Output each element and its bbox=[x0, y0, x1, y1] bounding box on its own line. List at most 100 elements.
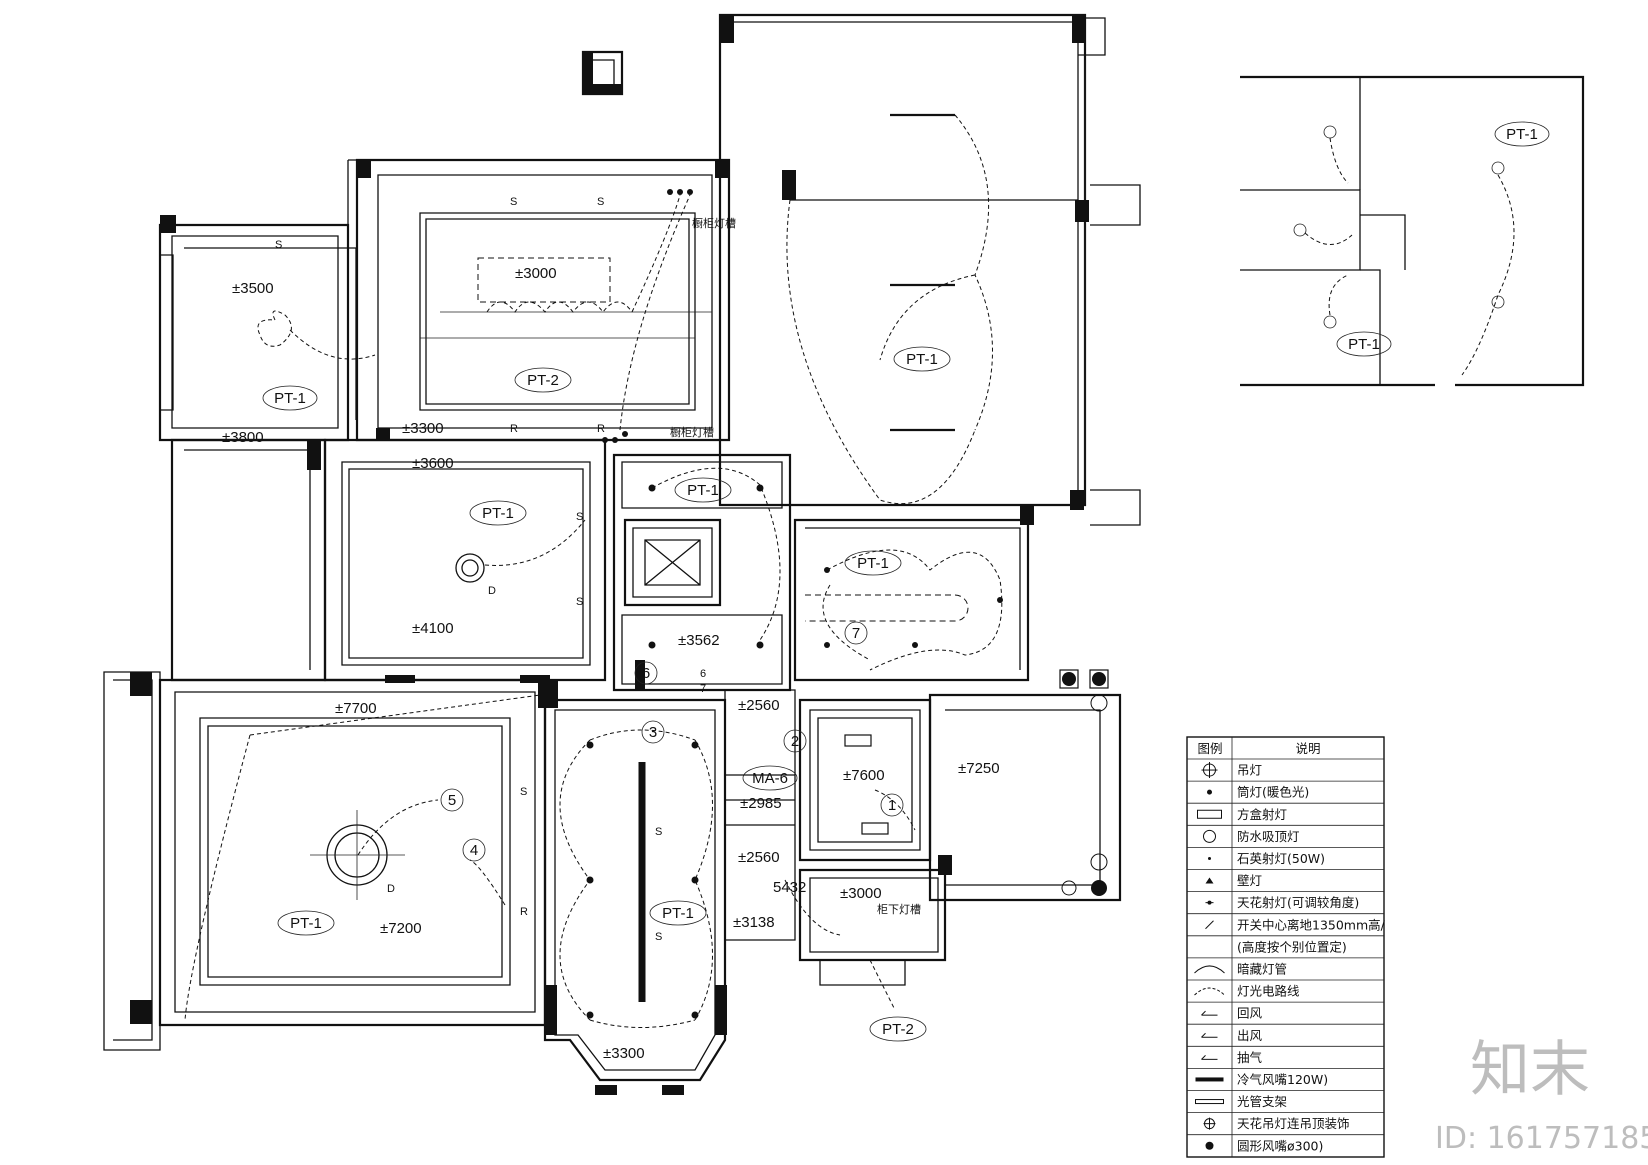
pt-tag: PT-1 bbox=[649, 900, 707, 926]
legend-row-text: 冷气风嘴120W) bbox=[1237, 1072, 1328, 1087]
legend-row-text: 出风 bbox=[1237, 1028, 1263, 1043]
svg-text:4: 4 bbox=[470, 842, 478, 859]
svg-text:PT-1: PT-1 bbox=[662, 905, 694, 922]
marker-2: 2 bbox=[783, 729, 807, 753]
level-label: ±2560 bbox=[738, 697, 780, 714]
level-label: ±7200 bbox=[380, 920, 422, 937]
legend-header-symbol: 图例 bbox=[1197, 741, 1222, 756]
dimension-label: 5432 bbox=[773, 879, 806, 896]
legend-row-text: (高度按个别位置定) bbox=[1237, 939, 1347, 954]
svg-text:PT-1: PT-1 bbox=[274, 390, 306, 407]
ma-tag: MA-6 bbox=[742, 765, 798, 791]
pt-tag: PT-1 bbox=[262, 385, 318, 411]
spot-icon bbox=[1207, 789, 1212, 795]
cove-icon bbox=[1194, 965, 1225, 974]
level-label: ±2560 bbox=[738, 849, 780, 866]
legend: 图例 说明 吊灯筒灯(暖色光)方盒射灯防水吸顶灯石英射灯(50W)壁灯天花射灯(… bbox=[1186, 736, 1386, 1158]
switch-icon bbox=[1205, 920, 1214, 930]
svg-text:PT-2: PT-2 bbox=[527, 372, 559, 389]
pt-tag: PT-1 bbox=[1494, 121, 1550, 147]
legend-row-text: 天花射灯(可调较角度) bbox=[1237, 895, 1359, 910]
legend-row-text: 方盒射灯 bbox=[1237, 807, 1287, 822]
pt-tag: PT-2 bbox=[869, 1016, 927, 1042]
pt-tag: PT-1 bbox=[674, 477, 732, 503]
pt-tag: PT-1 bbox=[469, 500, 527, 526]
circled-markers: 1 2 3 4 5 6 7 bbox=[440, 621, 904, 862]
watermark-brand: 知末 bbox=[1470, 1035, 1590, 1105]
structural-columns bbox=[130, 15, 1089, 1095]
watermark-id: ID: 161757185 bbox=[1435, 1121, 1648, 1156]
svg-text:橱柜灯槽: 橱柜灯槽 bbox=[670, 425, 714, 439]
level-label: ±7700 bbox=[335, 700, 377, 717]
pt-tag: PT-2 bbox=[514, 367, 572, 393]
svg-text:S: S bbox=[655, 826, 662, 838]
svg-text:S: S bbox=[576, 511, 583, 523]
marker-7: 7 bbox=[844, 621, 868, 645]
legend-row-text: 防水吸顶灯 bbox=[1237, 829, 1300, 844]
marker-6: 6 bbox=[634, 661, 658, 685]
level-label: ±3500 bbox=[232, 280, 274, 297]
pt-tag: PT-1 bbox=[1336, 331, 1392, 357]
marker-3: 3 bbox=[641, 720, 665, 744]
track-spot-icon bbox=[1208, 856, 1211, 860]
legend-row-text: 光管支架 bbox=[1237, 1094, 1287, 1109]
svg-text:3: 3 bbox=[649, 724, 657, 741]
svg-text:R: R bbox=[520, 906, 528, 918]
return-air-icon bbox=[1201, 1010, 1218, 1016]
legend-row-text: 吊灯 bbox=[1237, 763, 1262, 778]
level-label: ±3000 bbox=[515, 265, 557, 282]
svg-text:S: S bbox=[597, 196, 604, 208]
svg-text:S: S bbox=[275, 239, 282, 251]
svg-text:PT-1: PT-1 bbox=[482, 505, 514, 522]
level-label: ±7600 bbox=[843, 767, 885, 784]
wall-lamp-icon bbox=[1205, 877, 1214, 884]
level-labels: ±3500 ±3000 ±3300 ±3800 ±3600 ±4100 ±356… bbox=[222, 265, 1000, 1062]
svg-text:PT-1: PT-1 bbox=[687, 482, 719, 499]
marker-4: 4 bbox=[462, 838, 486, 862]
level-label: ±3300 bbox=[603, 1045, 645, 1062]
svg-text:S: S bbox=[655, 931, 662, 943]
svg-text:PT-1: PT-1 bbox=[1506, 126, 1538, 143]
ceiling-fan-icon bbox=[1203, 1117, 1216, 1130]
svg-text:PT-1: PT-1 bbox=[857, 555, 889, 572]
legend-header-desc: 说明 bbox=[1295, 741, 1320, 756]
svg-text:S: S bbox=[520, 786, 527, 798]
svg-text:2: 2 bbox=[791, 733, 799, 750]
legend-row-text: 筒灯(暖色光) bbox=[1237, 785, 1309, 800]
svg-text:柜下灯槽: 柜下灯槽 bbox=[877, 903, 921, 916]
legend-row-text: 石英射灯(50W) bbox=[1237, 851, 1325, 866]
adjustable-spot-icon bbox=[1205, 900, 1214, 905]
grille-icon bbox=[1197, 809, 1222, 819]
legend-row-text: 回风 bbox=[1237, 1006, 1263, 1021]
svg-text:PT-1: PT-1 bbox=[290, 915, 322, 932]
pt-tag: PT-1 bbox=[277, 910, 335, 936]
svg-text:MA-6: MA-6 bbox=[752, 770, 788, 787]
pt-tag: PT-1 bbox=[844, 550, 902, 576]
round-vent-icon bbox=[1205, 1141, 1214, 1150]
legend-row-text: 抽气 bbox=[1237, 1050, 1263, 1065]
legend-row-text: 暗藏灯管 bbox=[1237, 961, 1287, 976]
legend-row-text: 开关中心离地1350mm高/ bbox=[1237, 917, 1386, 932]
svg-text:6: 6 bbox=[642, 665, 650, 682]
svg-text:6: 6 bbox=[700, 668, 706, 680]
svg-text:D: D bbox=[387, 883, 395, 895]
level-label: ±3800 bbox=[222, 429, 264, 446]
supply-air-icon bbox=[1201, 1032, 1218, 1038]
svg-text:5: 5 bbox=[448, 792, 456, 809]
tube-icon bbox=[1195, 1099, 1224, 1105]
level-label: ±3138 bbox=[733, 914, 775, 931]
pt-tag: PT-1 bbox=[893, 346, 951, 372]
wire-icon bbox=[1194, 987, 1225, 996]
detail-bathroom-plan bbox=[1240, 75, 1585, 387]
marker-1: 1 bbox=[880, 793, 904, 817]
level-label: ±3562 bbox=[678, 632, 720, 649]
exhaust-icon bbox=[1201, 1054, 1218, 1060]
svg-text:PT-1: PT-1 bbox=[1348, 336, 1380, 353]
legend-row-text: 圆形风嘴ø300) bbox=[1237, 1138, 1323, 1153]
svg-text:7: 7 bbox=[852, 625, 860, 642]
level-label: ±3300 bbox=[402, 420, 444, 437]
legend-row-text: 灯光电路线 bbox=[1237, 984, 1300, 999]
legend-row-text: 天花吊灯连吊顶装饰 bbox=[1237, 1116, 1350, 1131]
level-label: ±2985 bbox=[740, 795, 782, 812]
